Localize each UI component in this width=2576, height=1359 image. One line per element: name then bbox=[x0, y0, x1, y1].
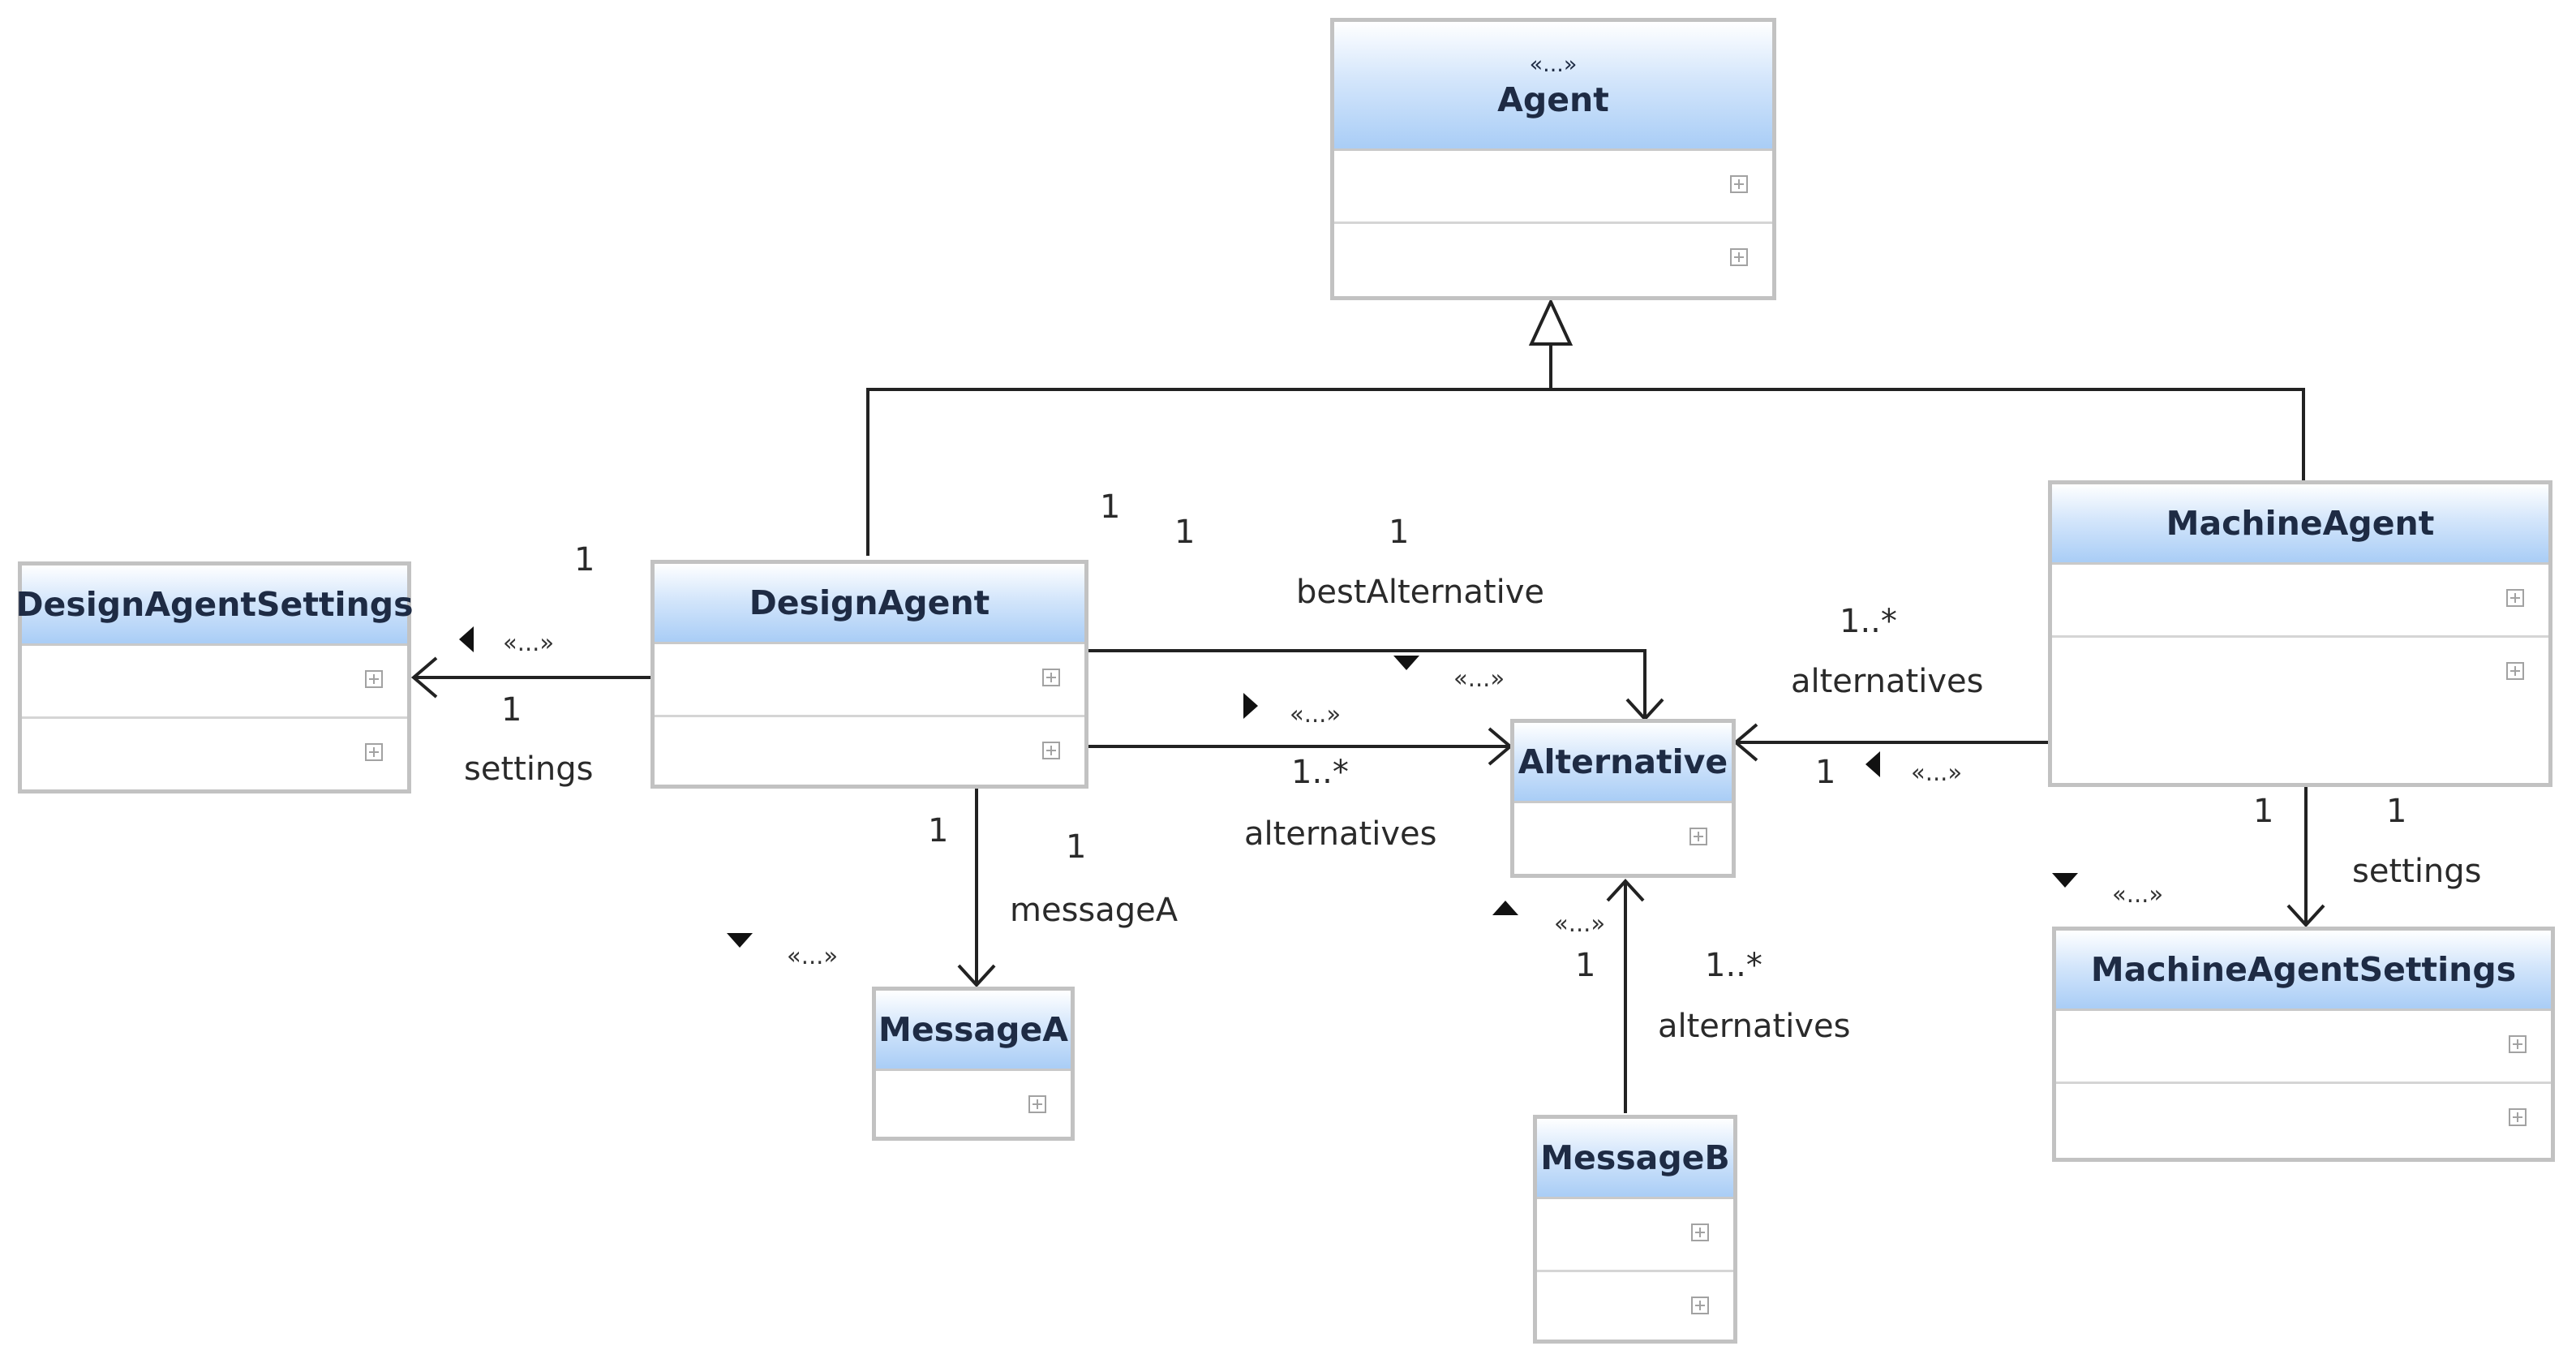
operations-compartment bbox=[1334, 224, 1772, 295]
class-message-a-name: MessageA bbox=[878, 1010, 1068, 1049]
stereotype-label: «...» bbox=[787, 942, 839, 970]
role-label: alternatives bbox=[1244, 815, 1437, 853]
direction-triangle-icon bbox=[2052, 873, 2078, 888]
attributes-compartment bbox=[1334, 151, 1772, 224]
role-label: bestAlternative bbox=[1296, 574, 1544, 611]
expand-icon[interactable] bbox=[2506, 662, 2524, 680]
direction-triangle-icon bbox=[459, 626, 474, 652]
class-machine-agent-name: MachineAgent bbox=[2166, 504, 2435, 543]
class-design-agent-settings-header: DesignAgentSettings bbox=[15, 566, 414, 646]
class-alternative-name: Alternative bbox=[1518, 742, 1728, 781]
multiplicity-label: 1 bbox=[1100, 488, 1121, 526]
arrowhead-message-a bbox=[957, 964, 996, 987]
multiplicity-label: 1 bbox=[1575, 947, 1596, 984]
role-label: messageA bbox=[1010, 892, 1179, 929]
multiplicity-label: 1 bbox=[1815, 754, 1836, 791]
class-machine-agent-settings-name: MachineAgentSettings bbox=[2090, 950, 2517, 989]
arrowhead-messageb-alternatives bbox=[1606, 879, 1645, 902]
multiplicity-label: 1..* bbox=[1705, 947, 1762, 984]
direction-triangle-icon bbox=[1243, 693, 1258, 719]
attributes-compartment bbox=[876, 1071, 1071, 1142]
class-message-a[interactable]: MessageA bbox=[872, 987, 1075, 1141]
multiplicity-label: 1 bbox=[2386, 793, 2407, 830]
direction-triangle-icon bbox=[1393, 656, 1419, 670]
expand-icon[interactable] bbox=[1730, 248, 1748, 266]
stereotype-label: «...» bbox=[1290, 700, 1342, 728]
operations-compartment bbox=[1537, 1272, 1733, 1343]
stereotype-label: «...» bbox=[1554, 910, 1606, 937]
multiplicity-label: 1 bbox=[2253, 793, 2274, 830]
multiplicity-label: 1..* bbox=[1291, 754, 1349, 791]
expand-icon[interactable] bbox=[365, 670, 383, 688]
stereotype-label: «...» bbox=[1911, 759, 1963, 786]
generalization-line-design-agent[interactable] bbox=[866, 388, 2305, 556]
operations-compartment bbox=[2052, 638, 2548, 784]
role-label: alternatives bbox=[1791, 663, 1984, 700]
class-machine-agent[interactable]: MachineAgent bbox=[2048, 480, 2552, 787]
attributes-compartment bbox=[655, 644, 1084, 717]
expand-icon[interactable] bbox=[1730, 175, 1748, 193]
class-design-agent[interactable]: DesignAgent bbox=[650, 560, 1088, 789]
direction-triangle-icon bbox=[1865, 751, 1880, 777]
stereotype-label: «...» bbox=[1453, 664, 1505, 692]
class-message-a-header: MessageA bbox=[876, 991, 1071, 1071]
expand-icon[interactable] bbox=[1028, 1095, 1046, 1113]
stereotype-label: «...» bbox=[503, 629, 555, 656]
multiplicity-label: 1..* bbox=[1840, 603, 1897, 640]
multiplicity-label: 1 bbox=[1389, 514, 1410, 551]
role-label: alternatives bbox=[1658, 1008, 1851, 1045]
arrowhead-machine-alternatives bbox=[1732, 723, 1758, 762]
class-machine-agent-settings-header: MachineAgentSettings bbox=[2056, 931, 2551, 1011]
class-agent-name: Agent bbox=[1497, 80, 1609, 119]
expand-icon[interactable] bbox=[1042, 669, 1060, 686]
class-design-agent-name: DesignAgent bbox=[749, 583, 990, 622]
class-alternative[interactable]: Alternative bbox=[1510, 719, 1736, 878]
attributes-compartment bbox=[1537, 1199, 1733, 1272]
class-alternative-header: Alternative bbox=[1514, 723, 1732, 803]
operations-compartment bbox=[2056, 1084, 2551, 1155]
class-machine-agent-settings[interactable]: MachineAgentSettings bbox=[2052, 927, 2555, 1162]
multiplicity-label: 1 bbox=[1174, 514, 1196, 551]
expand-icon[interactable] bbox=[2506, 589, 2524, 607]
class-agent-header: «...» Agent bbox=[1334, 22, 1772, 151]
expand-icon[interactable] bbox=[2509, 1108, 2527, 1126]
role-label: settings bbox=[2352, 853, 2482, 890]
class-message-b-header: MessageB bbox=[1537, 1119, 1733, 1199]
generalization-arrowhead bbox=[1528, 298, 1574, 346]
class-message-b[interactable]: MessageB bbox=[1533, 1115, 1737, 1344]
assoc-line-best-alternative[interactable] bbox=[1087, 649, 1646, 717]
expand-icon[interactable] bbox=[1689, 828, 1707, 845]
class-agent[interactable]: «...» Agent bbox=[1330, 18, 1776, 300]
arrowhead-design-settings bbox=[410, 656, 438, 699]
class-agent-stereotype: «...» bbox=[1529, 51, 1578, 77]
stereotype-label: «...» bbox=[2112, 880, 2164, 908]
class-message-b-name: MessageB bbox=[1540, 1138, 1730, 1177]
multiplicity-label: 1 bbox=[1066, 828, 1087, 866]
direction-triangle-icon bbox=[1492, 901, 1518, 915]
expand-icon[interactable] bbox=[1042, 742, 1060, 759]
attributes-compartment bbox=[2052, 565, 2548, 638]
expand-icon[interactable] bbox=[1691, 1224, 1709, 1241]
role-label: settings bbox=[464, 750, 594, 788]
expand-icon[interactable] bbox=[365, 743, 383, 761]
multiplicity-label: 1 bbox=[574, 541, 595, 578]
expand-icon[interactable] bbox=[2509, 1035, 2527, 1053]
class-design-agent-settings[interactable]: DesignAgentSettings bbox=[15, 561, 414, 793]
multiplicity-label: 1 bbox=[501, 691, 522, 729]
arrowhead-machine-settings bbox=[2286, 904, 2325, 927]
class-design-agent-header: DesignAgent bbox=[655, 564, 1084, 644]
class-design-agent-settings-name: DesignAgentSettings bbox=[15, 585, 414, 624]
multiplicity-label: 1 bbox=[928, 812, 949, 849]
attributes-compartment bbox=[2056, 1011, 2551, 1084]
attributes-compartment bbox=[1514, 803, 1732, 874]
operations-compartment bbox=[655, 717, 1084, 788]
operations-compartment bbox=[22, 719, 407, 789]
direction-triangle-icon bbox=[727, 933, 753, 948]
class-machine-agent-header: MachineAgent bbox=[2052, 484, 2548, 565]
attributes-compartment bbox=[22, 646, 407, 719]
expand-icon[interactable] bbox=[1691, 1297, 1709, 1314]
